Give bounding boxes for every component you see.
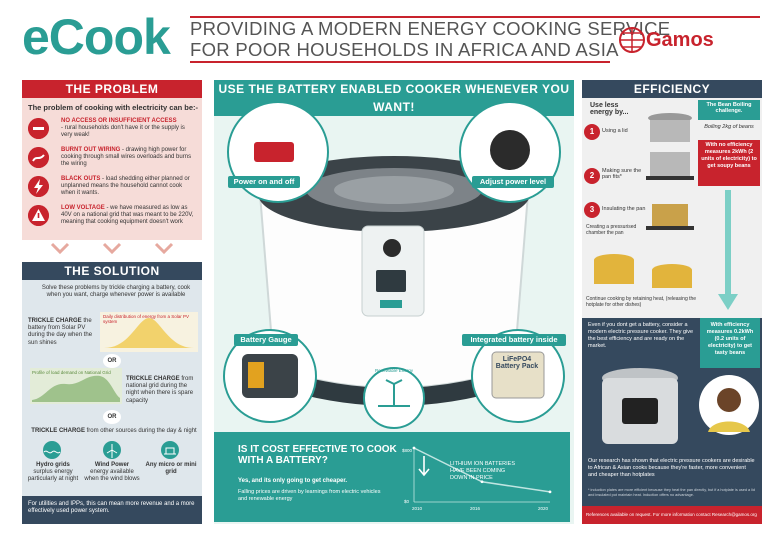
price-point bbox=[480, 480, 484, 484]
ecook-logo: eCook bbox=[22, 9, 171, 65]
adjust-power-label: Adjust power level bbox=[472, 176, 554, 188]
efficiency-intro: Use less energy by... bbox=[590, 102, 629, 116]
step-text: Using a lid bbox=[602, 128, 628, 134]
trickle-solar-text: TRICKLE CHARGE the battery from Solar PV… bbox=[28, 318, 93, 346]
wind-turbine-icon bbox=[103, 441, 121, 459]
bean-challenge-title: The Bean Boiling challenge. bbox=[706, 102, 752, 114]
title-line-1: PROVIDING A MODERN ENERGY COOKING SERVIC… bbox=[190, 18, 671, 39]
burning-wire-icon bbox=[28, 147, 49, 168]
y-tick-top: $800 bbox=[402, 448, 413, 453]
header-rule-bottom bbox=[190, 61, 610, 63]
with-efficiency-text: With efficiency measures 0.2kWh (0.2 uni… bbox=[706, 322, 754, 356]
down-arrow-icon bbox=[418, 456, 430, 477]
problem-item: BLACK OUTS - load shedding either planne… bbox=[28, 176, 200, 204]
references-text: References available on request. For mor… bbox=[586, 512, 757, 517]
no-efficiency-text: With no efficiency measures 2kWh (2 unit… bbox=[701, 142, 757, 169]
step-number: 1 bbox=[584, 124, 600, 140]
step-number: 3 bbox=[584, 202, 600, 218]
warning-icon bbox=[28, 205, 49, 226]
bean-challenge-box bbox=[698, 100, 760, 120]
grid-load-chart bbox=[30, 368, 122, 404]
x-tick: 2010 bbox=[412, 506, 423, 511]
problem-item: BURNT OUT WIRING - drawing high power fo… bbox=[28, 147, 200, 175]
or-badge: OR bbox=[103, 354, 121, 368]
battery-price-text: LITHIUM ION BATTERIES HAVE BEEN COMING D… bbox=[450, 461, 515, 481]
price-point bbox=[548, 490, 552, 494]
step-number: 2 bbox=[584, 168, 600, 184]
with-efficiency-box bbox=[700, 318, 760, 368]
cost-line-1: Yes, and its only going to get cheaper. bbox=[238, 478, 348, 484]
no-efficiency-box bbox=[698, 140, 760, 186]
trickle-other-text: TRICKLE CHARGE from other sources during… bbox=[31, 428, 197, 434]
solar-profile-chart bbox=[100, 312, 198, 352]
insulated-pots-illustration bbox=[594, 254, 692, 288]
solution-footer-bar bbox=[22, 496, 202, 524]
bean-challenge-sub: Boiling 2kg of beans bbox=[704, 124, 754, 130]
step-text: Insulating the pan bbox=[602, 206, 646, 212]
gamos-globe-icon bbox=[619, 27, 645, 53]
pressure-cooker-icon bbox=[602, 368, 678, 444]
gamos-brand: Gamos bbox=[646, 29, 714, 51]
solution-footer: For utilities and IPPs, this can mean mo… bbox=[28, 501, 195, 515]
power-on-off-label: Power on and off bbox=[228, 176, 300, 188]
micro-grid-icon bbox=[161, 441, 179, 459]
cost-heading: IS IT COST EFFECTIVE TO COOK WITH A BATT… bbox=[238, 444, 397, 466]
cost-line-2: Falling prices are driven by learnings f… bbox=[238, 489, 381, 502]
problem-item: NO ACCESS OR INSUFFICIENT ACCESS- rural … bbox=[28, 118, 200, 146]
problem-intro: The problem of cooking with electricity … bbox=[28, 103, 199, 112]
avatar bbox=[699, 375, 759, 435]
solution-heading: THE SOLUTION bbox=[22, 262, 202, 280]
header-rule-top bbox=[190, 16, 760, 18]
battery-gauge-label: Battery Gauge bbox=[234, 334, 298, 346]
renewable-energy-label: Renewable Energy bbox=[374, 368, 414, 373]
price-point bbox=[412, 446, 416, 450]
y-tick-bottom: $0 bbox=[404, 499, 410, 504]
research-text: Our research has shown that electric pre… bbox=[588, 458, 755, 478]
x-tick: 2016 bbox=[470, 506, 481, 511]
pots-illustration bbox=[646, 113, 694, 230]
pressure-text: Creating a pressurised chamber the pan bbox=[586, 224, 637, 236]
battery-price-chart: $800 $0 2010 2016 2020 bbox=[400, 440, 562, 516]
problem-item: LOW VOLTAGE - we have measured as low as… bbox=[28, 205, 200, 233]
arrow-down-icon bbox=[718, 190, 738, 310]
down-arrows-icon bbox=[50, 242, 174, 255]
step-text: Making sure the pan fits* bbox=[602, 168, 642, 180]
battery-tip-text: Even if you dont get a battery, consider… bbox=[588, 322, 694, 349]
hydro-icon bbox=[43, 441, 61, 459]
retain-heat-text: Continue cooking by retaining heat, (rel… bbox=[586, 296, 697, 308]
or-badge: OR bbox=[103, 410, 121, 424]
source-micro-grid: Any micro or mini grid bbox=[145, 462, 197, 476]
title-line-2: FOR POOR HOUSEHOLDS IN AFRICA AND ASIA bbox=[190, 39, 619, 60]
no-entry-icon bbox=[28, 118, 49, 139]
efficiency-heading: EFFICIENCY bbox=[582, 80, 762, 98]
lightning-icon bbox=[28, 176, 49, 197]
cooker-heading: USE THE BATTERY ENABLED COOKER WHENEVER … bbox=[214, 80, 574, 116]
grid-chart-label: Profile of load demand on National Grid bbox=[32, 370, 111, 375]
induction-footnote: * induction plates are more efficient be… bbox=[588, 488, 756, 497]
x-tick: 2020 bbox=[538, 506, 549, 511]
battery-cooker-illustration bbox=[223, 101, 565, 429]
solar-chart-label: Daily distribution of energy from a Sola… bbox=[103, 314, 190, 324]
integrated-battery-label: Integrated battery inside bbox=[462, 334, 566, 346]
trickle-grid-text: TRICKLE CHARGE from national grid during… bbox=[126, 376, 194, 404]
problem-panel bbox=[22, 80, 202, 240]
references-bar bbox=[582, 506, 762, 524]
problem-heading: THE PROBLEM bbox=[22, 80, 202, 98]
solution-intro: Solve these problems by trickle charging… bbox=[41, 285, 191, 299]
page-title: PROVIDING A MODERN ENERGY COOKING SERVIC… bbox=[190, 18, 670, 60]
battery-pack-text: LiFePO4 Battery Pack bbox=[495, 356, 539, 370]
